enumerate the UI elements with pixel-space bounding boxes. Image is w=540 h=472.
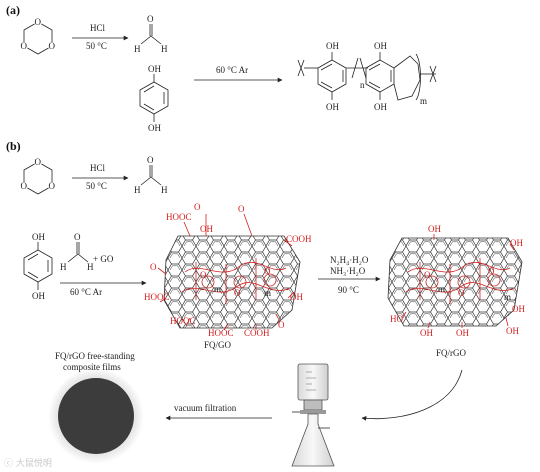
hydroquinone-a: OH OH: [139, 64, 169, 133]
panel-b-label: (b): [6, 139, 21, 153]
svg-text:HOOC: HOOC: [208, 328, 234, 338]
svg-text:O: O: [424, 270, 431, 280]
formaldehyde-a: O H H: [134, 14, 168, 54]
svg-text:O: O: [147, 155, 154, 165]
panel-a-label: (a): [6, 3, 20, 17]
svg-text:OH: OH: [32, 232, 45, 242]
fqrgo-sheet: O O O m m OH OH HO OH OH OH OH: [387, 224, 525, 338]
svg-text:O: O: [194, 202, 201, 212]
svg-text:OH: OH: [326, 102, 339, 112]
formaldehyde-b: O H H: [134, 155, 168, 195]
svg-text:OH: OH: [200, 224, 213, 234]
svg-text:OH: OH: [148, 123, 161, 133]
svg-text:O: O: [74, 232, 81, 242]
svg-text:OH: OH: [148, 64, 161, 74]
ar-label-a: 60 °C Ar: [216, 65, 248, 75]
svg-text:COOH: COOH: [244, 328, 270, 338]
svg-text:O: O: [488, 266, 495, 276]
hcl-label-a: HCl: [90, 23, 106, 33]
svg-text:O: O: [35, 157, 42, 167]
svg-text:m: m: [438, 284, 445, 294]
svg-text:H: H: [161, 44, 168, 54]
svg-text:H: H: [134, 44, 141, 54]
svg-text:OH: OH: [428, 224, 441, 234]
trioxane-molecule-a: O O O: [20, 17, 56, 55]
films-label-line2: composite films: [63, 362, 121, 372]
svg-text:O: O: [49, 181, 56, 191]
svg-text:OH: OH: [456, 328, 469, 338]
hydroquinone-b: OH OH: [23, 232, 53, 301]
hcl-label-b: HCl: [90, 163, 106, 173]
trioxane-molecule-b: O O O: [20, 157, 56, 195]
svg-text:OH: OH: [510, 238, 523, 248]
svg-text:OH: OH: [32, 291, 45, 301]
svg-text:HOOC: HOOC: [144, 292, 170, 302]
reductant-2-label: NH₃·H₂O: [330, 266, 366, 276]
svg-text:m: m: [420, 96, 427, 106]
temp-label-b: 50 °C: [86, 181, 107, 191]
svg-text:HOOC: HOOC: [166, 212, 192, 222]
ar-label-b: 60 °C Ar: [70, 287, 102, 297]
svg-text:OH: OH: [374, 41, 387, 51]
svg-text:m: m: [264, 288, 271, 298]
svg-text:O: O: [278, 320, 285, 330]
svg-text:OH: OH: [290, 292, 303, 302]
svg-text:H: H: [134, 185, 141, 195]
formaldehyde-b2: O H H: [60, 232, 94, 272]
svg-text:O: O: [147, 14, 154, 24]
svg-text:O: O: [21, 41, 28, 51]
svg-text:OH: OH: [326, 41, 339, 51]
fqrgo-label: FQ/rGO: [436, 348, 467, 358]
curved-arrow: [361, 369, 463, 421]
svg-text:O: O: [458, 288, 465, 298]
svg-text:H: H: [161, 185, 168, 195]
reductant-1-label: N₂H₄·H₂O: [330, 255, 369, 265]
vacuum-filtration-apparatus: [291, 363, 335, 467]
watermark: ⓒ 大鼠悦明: [4, 457, 52, 469]
temp-label-a: 50 °C: [86, 41, 107, 51]
polymer-product-a: OH OH n OH OH m: [297, 41, 437, 112]
svg-text:O: O: [264, 266, 271, 276]
svg-text:HOOC: HOOC: [170, 316, 196, 326]
fqgo-label: FQ/GO: [204, 340, 232, 350]
svg-text:m: m: [504, 292, 511, 302]
svg-text:n: n: [360, 80, 365, 90]
svg-text:O: O: [234, 288, 241, 298]
svg-text:COOH: COOH: [286, 234, 312, 244]
svg-text:H: H: [87, 262, 94, 272]
films-label-line1: FQ/rGO free-standing: [55, 351, 135, 361]
svg-text:OH: OH: [512, 304, 525, 314]
svg-text:O: O: [21, 181, 28, 191]
svg-text:H: H: [60, 262, 67, 272]
fqgo-sheet: O O O m m HOOC O OH O COOH O HOOC OH HOO…: [144, 202, 312, 338]
filtration-label: vacuum filtration: [174, 403, 237, 413]
svg-text:O: O: [35, 17, 42, 27]
composite-film: [48, 368, 144, 464]
svg-text:O: O: [200, 270, 207, 280]
svg-text:OH: OH: [374, 102, 387, 112]
svg-text:m: m: [214, 284, 221, 294]
go-plus-label: + GO: [93, 254, 114, 264]
svg-text:O: O: [238, 204, 245, 214]
svg-text:O: O: [49, 41, 56, 51]
svg-text:O: O: [150, 262, 157, 272]
svg-text:HO: HO: [390, 314, 403, 324]
svg-text:OH: OH: [420, 328, 433, 338]
svg-text:OH: OH: [506, 326, 519, 336]
reduction-temp-label: 90 °C: [338, 285, 359, 295]
